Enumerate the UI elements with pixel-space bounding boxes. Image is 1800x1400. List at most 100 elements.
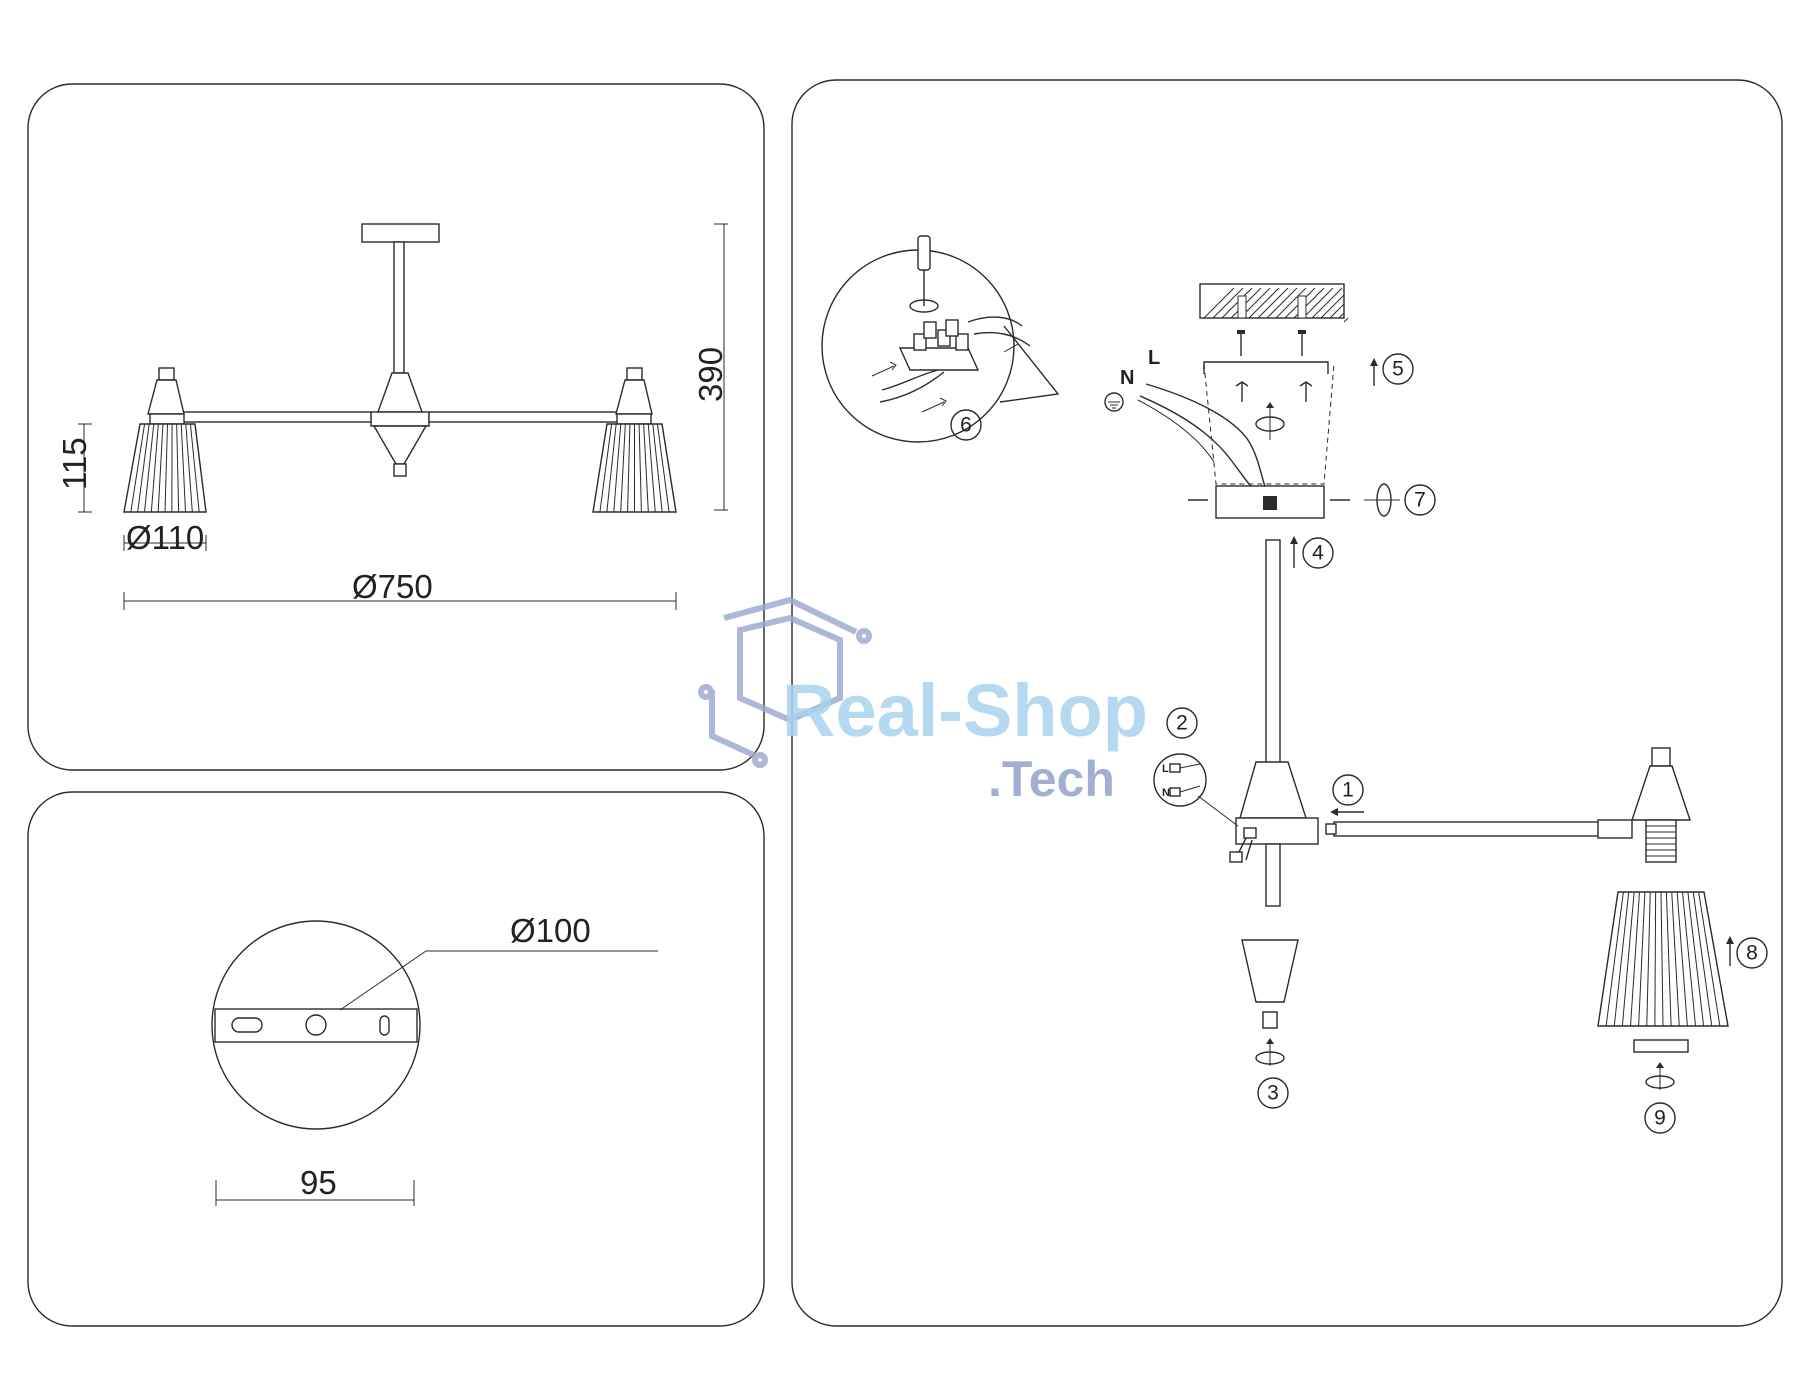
shade-pleat [130, 423, 146, 513]
shade-pleat [157, 423, 164, 513]
terminal-screw [945, 319, 959, 337]
up-arrow-icon [1370, 358, 1378, 386]
bracket-center-hole [305, 1014, 327, 1036]
dimension-shade-diameter: Ø110 [126, 519, 204, 556]
horizontal-arm [1333, 821, 1601, 837]
ground-symbol-icon [1104, 392, 1124, 412]
stem-rod [1265, 539, 1281, 765]
rotate-arrow-icon [1364, 483, 1400, 517]
shade-pleat [1660, 891, 1664, 1027]
hatch-line [1266, 287, 1298, 319]
right-lamp [592, 367, 677, 513]
step-3: 3 [1267, 1082, 1279, 1105]
rotate-arrow-icon [1645, 1062, 1675, 1090]
bracket-screws [1235, 381, 1313, 402]
arm-collar [1597, 819, 1633, 839]
shade-pleat [1638, 891, 1646, 1027]
shade-pleat [613, 423, 622, 513]
bracket-slot-right [379, 1015, 390, 1036]
label-neutral: N [1120, 367, 1134, 389]
shade-ring [1633, 1039, 1689, 1053]
shade-pleat [150, 423, 159, 513]
dimension-bracket-95: 95 [300, 1164, 337, 1201]
center-stem [393, 241, 405, 374]
step-markers: 1 2 3 4 5 6 7 8 9 [950, 353, 1768, 1134]
wiring-detail-bubble [821, 235, 1060, 443]
dimension-span-diameter: Ø750 [352, 568, 433, 605]
shade-pleat [164, 423, 168, 513]
dimension-shade-height-115: 115 [56, 437, 93, 490]
step-1: 1 [1342, 779, 1354, 802]
hatch-line [1320, 294, 1345, 319]
shade-pleat [627, 423, 631, 513]
panel-frame [791, 79, 1783, 1327]
panel-frame [27, 83, 765, 771]
shade-pleat [606, 423, 617, 513]
wire-connector-bubble: L N [1153, 753, 1239, 827]
label-live: L [1148, 347, 1160, 369]
hatch-line [1302, 287, 1334, 319]
canopy-outline [1203, 363, 1335, 485]
hatch-line [1248, 287, 1280, 319]
shade-pleat [185, 423, 193, 513]
center-nipple [1265, 843, 1281, 907]
terminal-screw [913, 333, 927, 351]
step-6: 6 [960, 414, 972, 437]
hatch-line [1275, 287, 1307, 319]
up-arrow-icon [1726, 936, 1734, 966]
terminal-screw [955, 333, 969, 351]
left-arrow-icon [1330, 808, 1364, 816]
rotate-arrow-icon [1255, 402, 1285, 440]
mounting-bracket [214, 1008, 418, 1043]
center-body [1239, 761, 1307, 819]
step-9: 9 [1654, 1107, 1666, 1130]
left-arm [175, 411, 372, 423]
shade-pleat [1621, 891, 1635, 1027]
shade-pleat [1698, 891, 1721, 1027]
center-finial [1241, 939, 1299, 1003]
label-live-small: L [1162, 763, 1169, 775]
shade-pleat [189, 423, 200, 513]
dimension-canopy-diameter: Ø100 [510, 912, 591, 949]
step-8: 8 [1746, 942, 1758, 965]
shade-pleat [1687, 891, 1705, 1027]
bracket-slot-left [231, 1017, 263, 1033]
shade-pleat [1605, 891, 1624, 1027]
shade-pleat [599, 423, 613, 513]
central-body [377, 372, 423, 413]
central-hub [370, 411, 430, 427]
shade-pleat [1613, 891, 1630, 1027]
dimension-height-390: 390 [692, 347, 729, 402]
shade-pleat [137, 423, 150, 513]
shade-pleat [1676, 891, 1688, 1027]
shade-pleat [620, 423, 626, 513]
center-hub [1235, 817, 1319, 845]
left-lamp [123, 367, 207, 513]
hatch-line [1221, 287, 1253, 319]
panel-frame [27, 791, 765, 1327]
step-5: 5 [1392, 358, 1404, 381]
step-7: 7 [1414, 489, 1426, 512]
shade-pleat [643, 423, 649, 513]
right-arm [428, 411, 626, 423]
assembly-panel: N L [791, 79, 1783, 1327]
hatch-line [1338, 312, 1345, 319]
lamp-socket [1645, 819, 1677, 863]
hatch-line [1257, 287, 1289, 319]
shade-pleat [1692, 891, 1713, 1027]
screwdriver-icon [917, 235, 931, 306]
shade-pleat [144, 423, 155, 513]
lamp-cone [1631, 765, 1691, 821]
up-arrow-icon [1290, 536, 1298, 568]
ceiling-hatch [1199, 283, 1349, 323]
shade-pleat [176, 423, 180, 513]
arm-sleeve [1325, 823, 1337, 835]
shade-pleat [638, 423, 642, 513]
hexagon-logo-icon [698, 596, 872, 768]
finial-nut [1262, 1011, 1278, 1029]
hatch-line [1329, 303, 1345, 319]
hatch-line [1311, 287, 1343, 319]
wire-live [1145, 383, 1273, 501]
terminal-screw [923, 321, 937, 339]
shade-pleat [1665, 891, 1672, 1027]
